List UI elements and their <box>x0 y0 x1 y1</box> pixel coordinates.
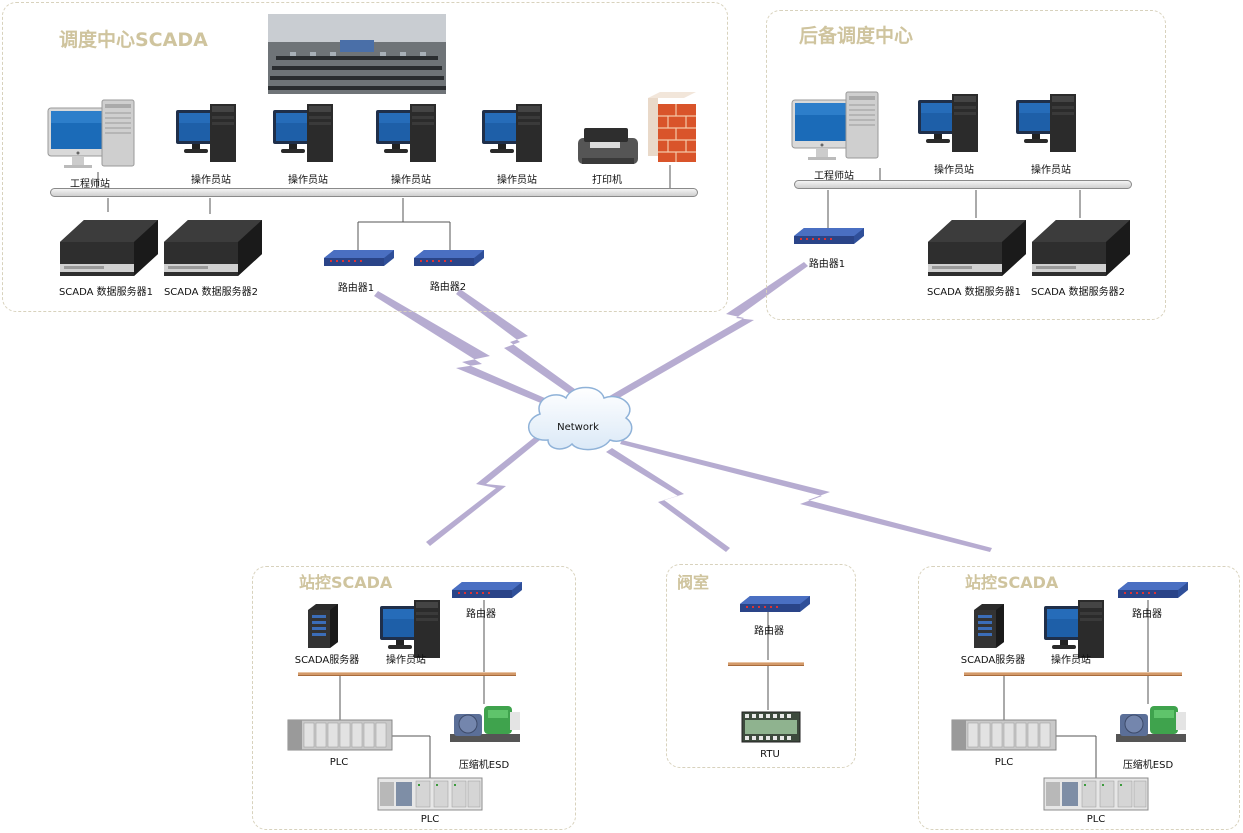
scada-server-label: SCADA服务器 <box>960 655 1026 666</box>
plc-label: PLC <box>994 757 1014 768</box>
compressor-esd-label: 压缩机ESD <box>458 760 510 771</box>
operator-station-label: 操作员站 <box>934 165 974 176</box>
router-1-label: 路由器1 <box>337 283 375 294</box>
router-2-label: 路由器2 <box>429 282 467 293</box>
dispatch-lan-bus <box>50 188 698 197</box>
zone-valve-room: 阀室 <box>666 564 856 768</box>
network-label: Network <box>557 422 599 433</box>
station1-field-bus <box>298 672 516 676</box>
router-1-label: 路由器1 <box>808 259 846 270</box>
compressor-esd-label: 压缩机ESD <box>1122 760 1174 771</box>
data-server-1-label: SCADA 数据服务器1 <box>58 287 154 298</box>
zone-dispatch-center: 调度中心SCADA <box>2 2 728 312</box>
firewall-icon <box>648 92 696 162</box>
station1-wiring <box>339 600 485 778</box>
operator-station-label: 操作员站 <box>191 175 231 186</box>
zone-title: 调度中心SCADA <box>59 29 208 51</box>
operator-station-label: 操作员站 <box>386 655 426 666</box>
backup-lan-bus <box>794 180 1132 189</box>
rtu-label: RTU <box>760 749 780 760</box>
backup-wiring <box>827 168 1081 228</box>
router-label: 路由器 <box>1132 609 1162 620</box>
data-server-1-label: SCADA 数据服务器1 <box>926 287 1022 298</box>
station2-wiring <box>1003 600 1149 778</box>
plc-label: PLC <box>329 757 349 768</box>
operator-station-label: 操作员站 <box>497 175 537 186</box>
dispatch-wiring <box>97 165 671 250</box>
operator-station-label: 操作员站 <box>288 175 328 186</box>
printer-icon <box>578 128 638 164</box>
valve-field-bus <box>728 662 804 666</box>
zone-title: 站控SCADA <box>299 573 393 592</box>
cloud-icon <box>528 386 633 451</box>
zone-station-1: 站控SCADA <box>252 566 576 830</box>
operator-station-label: 操作员站 <box>1051 655 1091 666</box>
zone-backup-center: 后备调度中心 <box>766 10 1166 320</box>
station2-field-bus <box>964 672 1182 676</box>
zone-title: 后备调度中心 <box>799 25 914 47</box>
scada-server-label: SCADA服务器 <box>294 655 360 666</box>
data-server-2-label: SCADA 数据服务器2 <box>1030 287 1126 298</box>
plc-label: PLC <box>420 814 440 825</box>
plc-label: PLC <box>1086 814 1106 825</box>
router-label: 路由器 <box>754 626 784 637</box>
printer-label: 打印机 <box>592 175 622 186</box>
router-label: 路由器 <box>466 609 496 620</box>
engineer-station-label: 工程师站 <box>70 179 110 190</box>
engineer-station-label: 工程师站 <box>814 171 854 182</box>
zone-title: 阀室 <box>677 573 710 592</box>
zone-station-2: 站控SCADA <box>918 566 1240 830</box>
operator-station-label: 操作员站 <box>1031 165 1071 176</box>
control-room-photo <box>268 14 446 94</box>
wireless-links <box>374 262 992 552</box>
operator-station-label: 操作员站 <box>391 175 431 186</box>
zone-title: 站控SCADA <box>965 573 1059 592</box>
data-server-2-label: SCADA 数据服务器2 <box>163 287 259 298</box>
